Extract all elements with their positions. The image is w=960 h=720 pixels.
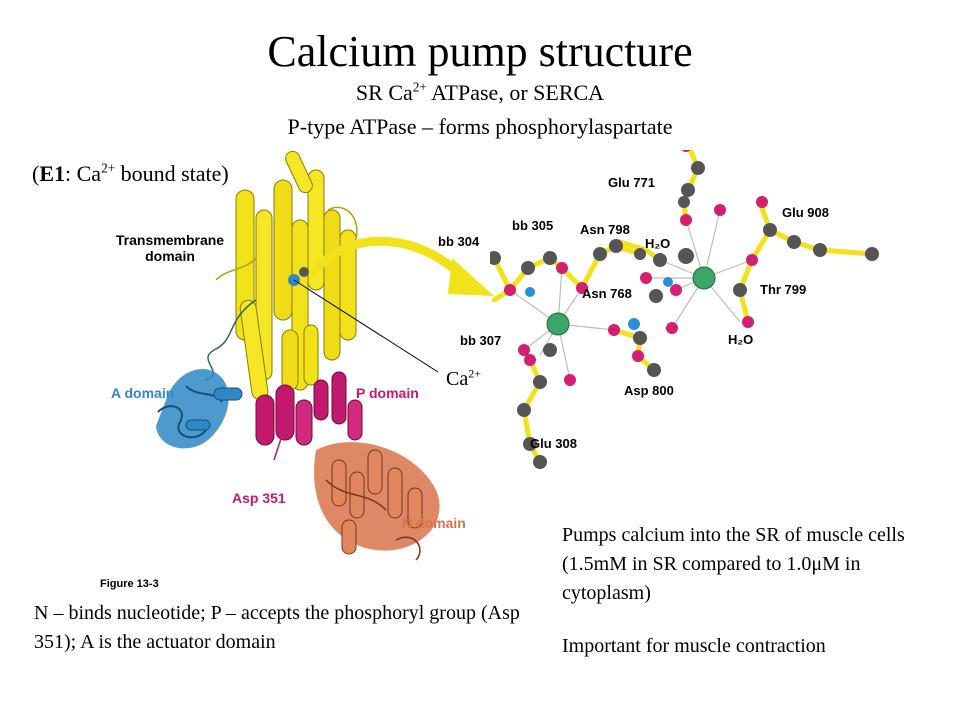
state-rest: : Ca <box>65 161 102 186</box>
state-label: (E1: Ca2+ bound state) <box>32 161 229 187</box>
p-domain-structure <box>255 371 363 446</box>
n-domain-label: N domain <box>402 515 466 531</box>
nitrogen-atoms <box>525 277 673 330</box>
transmembrane-domain-label: Transmembrane domain <box>100 232 240 264</box>
helix <box>213 387 243 401</box>
helix <box>273 179 293 321</box>
slide-subtitle-2: P-type ATPase – forms phosphorylaspartat… <box>287 114 673 139</box>
state-sup: 2+ <box>101 160 116 176</box>
slide-subtitle: SR Ca2+ ATPase, or SERCA <box>0 80 960 106</box>
subtitle-superscript: 2+ <box>412 79 427 95</box>
a-domain-structure <box>156 369 243 449</box>
asp351-label: Asp 351 <box>232 490 286 506</box>
transmembrane-helices <box>215 150 358 401</box>
slide-title: Calcium pump structure <box>267 27 693 76</box>
ca-ion-label: Ca2+ <box>444 366 483 391</box>
helix <box>341 519 357 555</box>
state-close: bound state) <box>115 161 229 186</box>
oxygen-atoms <box>504 150 768 386</box>
bb304-label: bb 304 <box>438 234 480 249</box>
h2o-bottom-label: H₂O <box>728 332 754 347</box>
zoom-arrow <box>309 236 469 283</box>
thr799-label: Thr 799 <box>760 282 807 297</box>
glu771-label: Glu 771 <box>608 175 655 190</box>
bb307-label: bb 307 <box>460 333 502 348</box>
asp800-label: Asp 800 <box>624 383 674 398</box>
asp351-pointer-line <box>273 404 293 461</box>
zoom-arrowhead <box>448 258 494 296</box>
transmembrane-line1: Transmembrane <box>115 232 225 248</box>
protein-structure-figure <box>156 150 494 561</box>
state-open: ( <box>32 161 40 186</box>
calcium-binding-site-figure <box>490 150 879 469</box>
asn798-label: Asn 798 <box>580 222 630 237</box>
figure-caption: Figure 13-3 <box>100 578 159 590</box>
calcium-ions <box>546 266 716 336</box>
ca-pointer-line <box>293 279 439 373</box>
helix <box>331 459 347 507</box>
transmembrane-line2: domain <box>145 248 195 264</box>
glu308-label: Glu 308 <box>530 436 577 451</box>
helix <box>331 371 347 425</box>
h2o-top-label: H₂O <box>645 236 671 251</box>
a-domain-label: A domain <box>111 385 175 401</box>
helix <box>323 209 341 361</box>
helix <box>185 419 211 431</box>
helix <box>347 399 363 441</box>
helix <box>313 379 329 421</box>
subtitle-prefix: SR Ca <box>355 80 413 105</box>
subtitle-suffix: ATPase, or SERCA <box>426 80 605 105</box>
helix <box>295 399 313 446</box>
helix <box>407 487 423 529</box>
ca-site-dot <box>299 267 309 277</box>
helix <box>281 329 299 391</box>
glu908-label: Glu 908 <box>782 205 829 220</box>
domain-description: N – binds nucleotide; P – accepts the ph… <box>34 602 520 653</box>
helix <box>303 324 319 386</box>
n-domain-structure <box>314 442 440 561</box>
p-domain-label: P domain <box>356 385 419 401</box>
loop <box>215 206 358 281</box>
helix <box>275 384 295 441</box>
helix <box>387 467 403 519</box>
helix <box>367 449 383 495</box>
state-e1: E1 <box>39 161 66 186</box>
bb305-label: bb 305 <box>512 218 554 233</box>
asn768-label: Asn 768 <box>582 286 632 301</box>
pump-description: Pumps calcium into the SR of muscle cell… <box>562 524 905 604</box>
helix <box>255 394 275 446</box>
ca-label-sup: 2+ <box>468 366 481 381</box>
muscle-contraction-note: Important for muscle contraction <box>562 635 826 657</box>
carbon-atoms <box>490 161 879 469</box>
helix <box>285 150 313 194</box>
ca-label-text: Ca <box>446 368 469 390</box>
